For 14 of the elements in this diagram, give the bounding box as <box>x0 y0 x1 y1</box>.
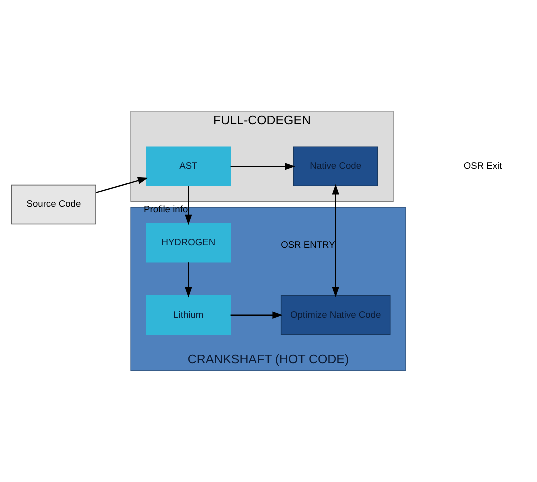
arrow <box>230 163 296 170</box>
arrow <box>185 186 192 226</box>
node-box: AST <box>146 146 232 186</box>
arrow <box>185 262 192 298</box>
label: OSR Exit <box>464 161 502 172</box>
arrow <box>230 312 283 319</box>
node-box: HYDROGEN <box>146 223 232 263</box>
arrow <box>332 184 340 298</box>
node-box: Lithium <box>146 296 232 336</box>
node-box: Source Code <box>12 184 96 225</box>
node-box: Optimize Native Code <box>280 296 391 336</box>
edge-label: OSR ENTRY <box>281 240 336 250</box>
arrow <box>96 177 148 194</box>
node-box: Native Code <box>293 146 378 186</box>
